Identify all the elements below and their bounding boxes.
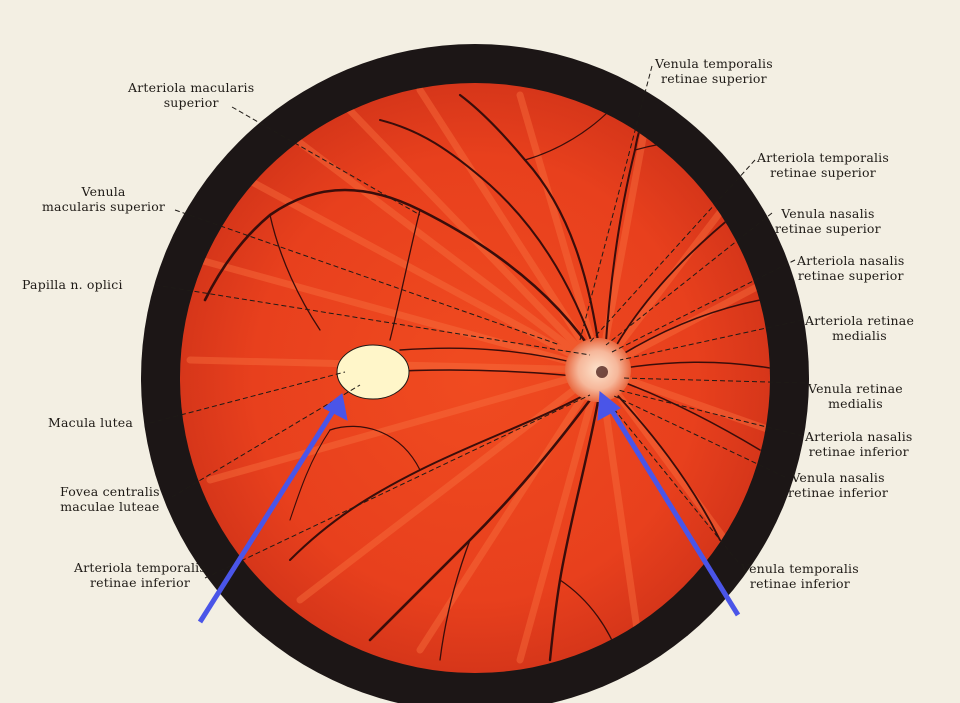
label-venula-nasalis-superior: Venula nasalis retinae superior xyxy=(775,206,881,236)
macula-arrow xyxy=(197,406,338,624)
optic-disc-arrow xyxy=(606,404,741,617)
optic-disc-arrow-head xyxy=(597,391,621,421)
label-macula-lutea: Macula lutea xyxy=(48,415,134,430)
label-arteriola-macularis-superior: Arteriola macularis superior xyxy=(128,80,255,110)
macula-lutea-marker xyxy=(336,344,410,400)
label-arteriola-nasalis-superior: Arteriola nasalis retinae superior xyxy=(797,253,905,283)
label-venula-retinae-medialis: Venula retinae medialis xyxy=(808,381,903,411)
label-papilla: Papilla n. oplici xyxy=(22,277,123,292)
retinal-vessels xyxy=(203,89,770,662)
label-arteriola-temporalis-superior: Arteriola temporalis retinae superior xyxy=(757,150,889,180)
optic-disc-center xyxy=(596,366,608,378)
label-arteriola-nasalis-inferior: Arteriola nasalis retinae inferior xyxy=(805,429,913,459)
leader-lines xyxy=(149,65,806,579)
label-fovea-centralis: Fovea centralis maculae luteae xyxy=(60,484,160,514)
label-venula-nasalis-inferior: Venula nasalis retinae inferior xyxy=(788,470,889,500)
label-arteriola-retinae-medialis: Arteriola retinae medialis xyxy=(805,313,915,343)
annotation-arrows xyxy=(197,391,741,624)
label-arteriola-temporalis-inferior: Arteriola temporalis retinae inferior xyxy=(74,560,206,590)
label-venula-macularis-superior: Venula macularis superior xyxy=(42,184,166,214)
label-venula-temporalis-superior: Venula temporalis retinae superior xyxy=(655,56,773,86)
macula-arrow-head xyxy=(323,393,348,421)
label-venula-temporalis-inferior: Venula temporalis retinae inferior xyxy=(741,561,859,591)
